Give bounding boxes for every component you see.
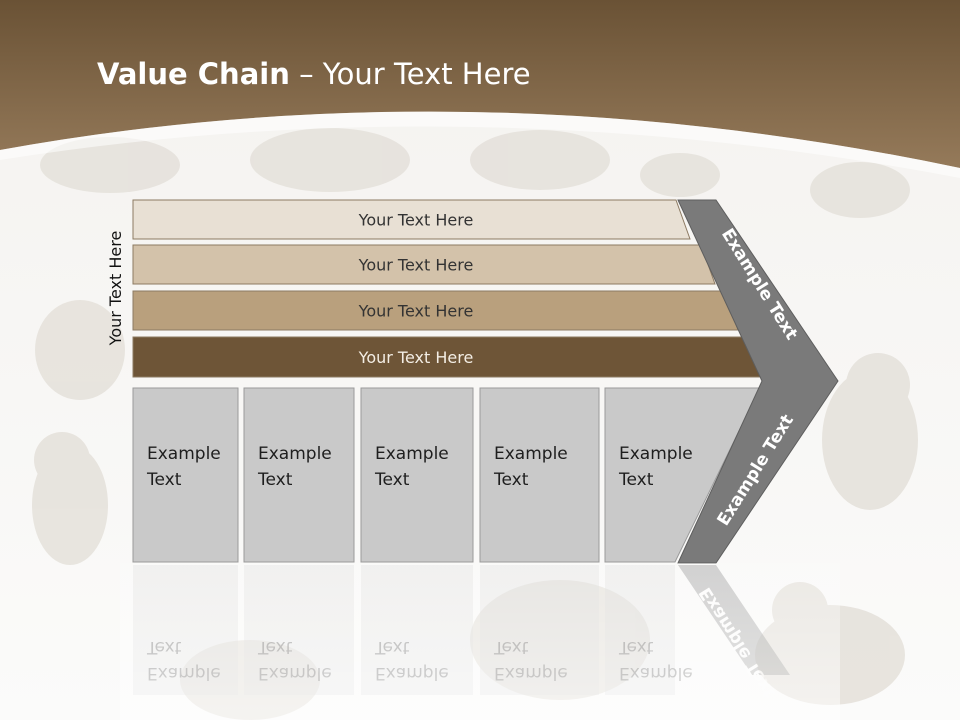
column-3 <box>360 387 474 563</box>
column-2-line1: Example <box>258 444 332 464</box>
bar-1-label: Your Text Here <box>358 211 474 230</box>
bar-1 <box>132 199 691 240</box>
column-5-line2: Text <box>618 470 654 490</box>
column-5-line1: Example <box>619 444 693 464</box>
column-3-line2: Text <box>374 470 410 490</box>
header-highlight-curve <box>0 111 960 178</box>
column-4 <box>479 387 600 563</box>
column-1-line2: Text <box>146 470 182 490</box>
bar-4-label: Your Text Here <box>358 348 474 367</box>
column-4-line1: Example <box>494 444 568 464</box>
column-3-line1: Example <box>375 444 449 464</box>
slide-title: Value Chain – Your Text Here <box>97 57 531 91</box>
column-1-line1: Example <box>147 444 221 464</box>
reflection-fade <box>120 563 840 720</box>
bar-2 <box>132 244 716 285</box>
side-label: Your Text Here <box>106 231 125 347</box>
bar-3-label: Your Text Here <box>358 302 474 321</box>
bar-2-label: Your Text Here <box>358 256 474 275</box>
column-1 <box>132 387 239 563</box>
column-2 <box>243 387 355 563</box>
column-2-line2: Text <box>257 470 293 490</box>
column-4-line2: Text <box>493 470 529 490</box>
header-band <box>0 0 960 168</box>
column-5 <box>604 387 761 563</box>
